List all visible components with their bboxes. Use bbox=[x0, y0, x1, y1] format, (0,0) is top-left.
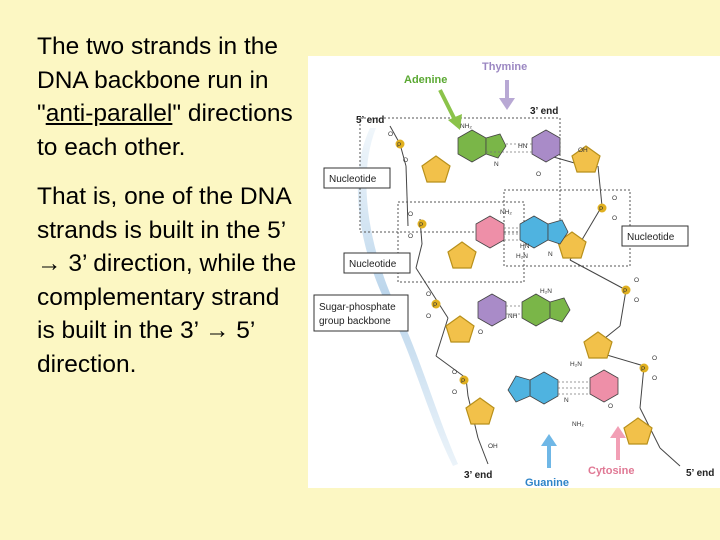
atom-nh2: NH₂ bbox=[500, 209, 512, 216]
phosphate-2 bbox=[417, 219, 427, 229]
right-arrow-icon: → bbox=[204, 317, 230, 344]
guanine-base-2 bbox=[529, 371, 559, 405]
phosphate-5 bbox=[597, 203, 607, 213]
dna-structure-figure: P O O P O O P O O P O O P O O P O O P O … bbox=[308, 56, 720, 488]
atom-p: P bbox=[397, 142, 401, 149]
atom-o: O bbox=[608, 403, 613, 410]
sugar-8 bbox=[623, 417, 653, 445]
dna-diagram: P O O P O O P O O P O O P O O P O O P O … bbox=[313, 61, 714, 488]
atom-o: O bbox=[478, 329, 483, 336]
atom-o: O bbox=[403, 157, 408, 164]
three-prime-end-top-label: 3’ end bbox=[530, 106, 558, 117]
cytosine-arrow bbox=[610, 426, 626, 460]
adenine-base-1-ring bbox=[485, 133, 507, 159]
atom-hn: HN bbox=[520, 243, 530, 250]
sugar-6 bbox=[557, 231, 587, 259]
atom-o: O bbox=[536, 171, 541, 178]
p2-part-c: 5’ direction. bbox=[37, 317, 255, 378]
sugar-1 bbox=[421, 155, 451, 183]
atom-h2n: H₂N bbox=[540, 288, 552, 295]
atom-o: O bbox=[426, 291, 431, 298]
three-prime-end-bottom-label: 3’ end bbox=[464, 470, 492, 481]
backbone-callout: Sugar-phosphate group backbone bbox=[313, 294, 409, 332]
atom-n: N bbox=[564, 397, 569, 404]
five-prime-end-bottom-label: 5’ end bbox=[686, 468, 714, 479]
nucleotide-label-2: Nucleotide bbox=[349, 259, 397, 270]
atom-p: P bbox=[641, 366, 645, 373]
antiparallel-link[interactable]: anti-parallel bbox=[45, 100, 173, 127]
p1-before: The two strands in the DNA backbone run … bbox=[37, 33, 279, 127]
atom-n: N bbox=[548, 251, 553, 258]
sugar-5 bbox=[571, 145, 601, 173]
adenine-base-2 bbox=[521, 293, 551, 327]
nucleotide-label-3: Nucleotide bbox=[627, 232, 675, 243]
atom-o: O bbox=[408, 233, 413, 240]
adenine-base-1 bbox=[457, 129, 487, 163]
atom-p: P bbox=[433, 302, 437, 309]
atom-h2n: H₂N bbox=[516, 253, 528, 260]
atom-oh: OH bbox=[578, 147, 588, 154]
paragraph-direction: That is, one of the DNA strands is built… bbox=[37, 180, 299, 381]
cytosine-base-2 bbox=[589, 369, 619, 403]
atom-nh2: NH₂ bbox=[572, 421, 584, 428]
atom-o: O bbox=[452, 389, 457, 396]
five-prime-end-top-label: 5’ end bbox=[356, 115, 384, 126]
sugar-2 bbox=[447, 241, 477, 269]
nucleotide-callout-1: Nucleotide bbox=[323, 167, 391, 189]
thymine-base-2 bbox=[477, 293, 507, 327]
adenine-label: Adenine bbox=[404, 74, 447, 86]
thymine-arrow bbox=[499, 80, 515, 110]
atom-p: P bbox=[461, 378, 465, 385]
atom-o: O bbox=[426, 313, 431, 320]
atom-oh: OH bbox=[488, 443, 498, 450]
guanine-arrow bbox=[541, 434, 557, 468]
phosphate-4 bbox=[459, 375, 469, 385]
backbone-label-line2: group backbone bbox=[319, 316, 391, 327]
atom-hn: HN bbox=[518, 143, 528, 150]
backbone-bonds bbox=[389, 125, 681, 467]
atom-o: O bbox=[452, 369, 457, 376]
atom-o: O bbox=[612, 195, 617, 202]
cytosine-label: Cytosine bbox=[588, 465, 634, 477]
p2-part-b: 3’ direction, while the complementary st… bbox=[37, 250, 297, 344]
text-panel: The two strands in the DNA backbone run … bbox=[37, 30, 299, 397]
atom-nh: NH bbox=[508, 313, 518, 320]
sugar-4 bbox=[465, 397, 495, 425]
backbone-label-line1: Sugar-phosphate bbox=[319, 302, 396, 313]
thymine-base-1 bbox=[531, 129, 561, 163]
atom-o: O bbox=[634, 277, 639, 284]
adenine-arrow bbox=[438, 89, 462, 130]
guanine-base-1-ring bbox=[547, 219, 569, 245]
atom-h2n: H₂N bbox=[570, 361, 582, 368]
paragraph-antiparallel: The two strands in the DNA backbone run … bbox=[37, 30, 299, 164]
adenine-base-2-ring bbox=[549, 297, 571, 323]
sugar-3 bbox=[445, 315, 475, 343]
atom-n: N bbox=[494, 161, 499, 168]
guanine-label: Guanine bbox=[525, 477, 569, 488]
thymine-label: Thymine bbox=[482, 61, 527, 73]
p1-after: " directions to each other. bbox=[37, 100, 293, 161]
cytosine-base-1 bbox=[475, 215, 505, 249]
phosphate-7 bbox=[639, 363, 649, 373]
atom-o: O bbox=[388, 131, 393, 138]
atom-o: O bbox=[652, 355, 657, 362]
atom-p: P bbox=[599, 206, 603, 213]
nucleotide-callout-2: Nucleotide bbox=[343, 252, 411, 274]
p2-part-a: That is, one of the DNA strands is built… bbox=[37, 183, 291, 244]
nucleotide-callout-3: Nucleotide bbox=[621, 225, 689, 247]
atom-p: P bbox=[623, 288, 627, 295]
atom-nh2: NH₂ bbox=[460, 123, 472, 130]
nucleotide-label-1: Nucleotide bbox=[329, 174, 377, 185]
phosphate-1 bbox=[395, 139, 405, 149]
guanine-base-2-ring bbox=[507, 375, 531, 403]
atom-o: O bbox=[408, 211, 413, 218]
atom-o: O bbox=[652, 375, 657, 382]
sugar-7 bbox=[583, 331, 613, 359]
atom-o: O bbox=[634, 297, 639, 304]
right-arrow-icon: → bbox=[37, 250, 62, 277]
atom-o: O bbox=[612, 215, 617, 222]
phosphate-3 bbox=[431, 299, 441, 309]
phosphate-6 bbox=[621, 285, 631, 295]
atom-p: P bbox=[419, 222, 423, 229]
